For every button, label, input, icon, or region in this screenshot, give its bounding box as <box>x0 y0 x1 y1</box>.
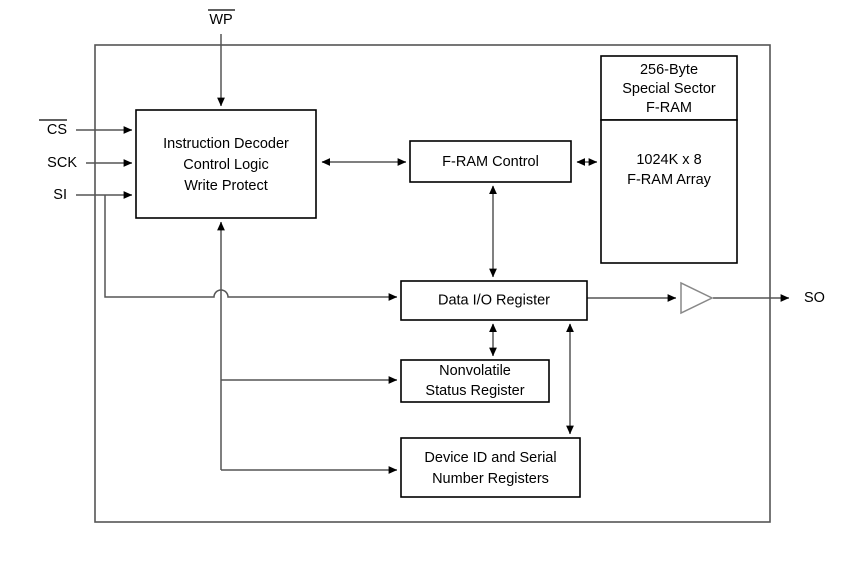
special-sector-label-line3: F-RAM <box>646 100 692 116</box>
nonvolatile-status-register-box[interactable] <box>400 359 550 403</box>
special-sector-label-line2: Special Sector <box>622 81 716 97</box>
block-fram-array[interactable]: 1024K x 8 F-RAM Array <box>600 119 738 264</box>
fram-control-box[interactable] <box>409 140 572 183</box>
pin-label-sck: SCK <box>47 155 77 171</box>
device-id-registers-label-line2: Number Registers <box>432 471 549 487</box>
pin-label-cs-text: CS <box>47 122 67 138</box>
wire-si-to-data-io <box>104 195 398 301</box>
output-buffer-triangle <box>680 281 714 315</box>
instruction-decoder-label-line2: Control Logic <box>183 157 268 173</box>
chip-boundary <box>94 44 771 523</box>
block-nonvolatile-status-register[interactable]: Nonvolatile Status Register <box>400 359 550 403</box>
pin-label-wp: WP <box>208 9 235 28</box>
pin-label-cs: CS <box>39 119 67 138</box>
nonvolatile-status-register-label-line1: Nonvolatile <box>439 363 511 379</box>
pin-label-wp-text: WP <box>209 12 232 28</box>
special-sector-box[interactable] <box>600 55 738 121</box>
block-device-id-registers[interactable]: Device ID and Serial Number Registers <box>400 437 581 498</box>
instruction-decoder-label-line3: Write Protect <box>184 178 268 194</box>
instruction-decoder-label-line1: Instruction Decoder <box>163 136 289 152</box>
fram-array-label-line2: F-RAM Array <box>627 172 712 188</box>
block-instruction-decoder[interactable]: Instruction Decoder Control Logic Write … <box>135 109 317 219</box>
special-sector-label-line1: 256-Byte <box>640 62 698 78</box>
fram-array-label-line1: 1024K x 8 <box>636 152 701 168</box>
data-io-register-label: Data I/O Register <box>438 292 550 308</box>
block-fram-control[interactable]: F-RAM Control <box>409 140 572 183</box>
data-io-register-box[interactable] <box>400 280 588 321</box>
fram-array-box[interactable] <box>600 119 738 264</box>
block-data-io-register[interactable]: Data I/O Register <box>400 280 588 321</box>
fram-control-label: F-RAM Control <box>442 154 539 170</box>
device-id-registers-box[interactable] <box>400 437 581 498</box>
device-id-registers-label-line1: Device ID and Serial <box>424 450 556 466</box>
block-special-sector-fram[interactable]: 256-Byte Special Sector F-RAM <box>600 55 738 121</box>
nonvolatile-status-register-label-line2: Status Register <box>425 383 524 399</box>
pin-label-si: SI <box>53 187 67 203</box>
pin-label-so: SO <box>804 290 825 306</box>
instruction-decoder-box[interactable] <box>135 109 317 219</box>
wire-layer <box>76 34 790 474</box>
